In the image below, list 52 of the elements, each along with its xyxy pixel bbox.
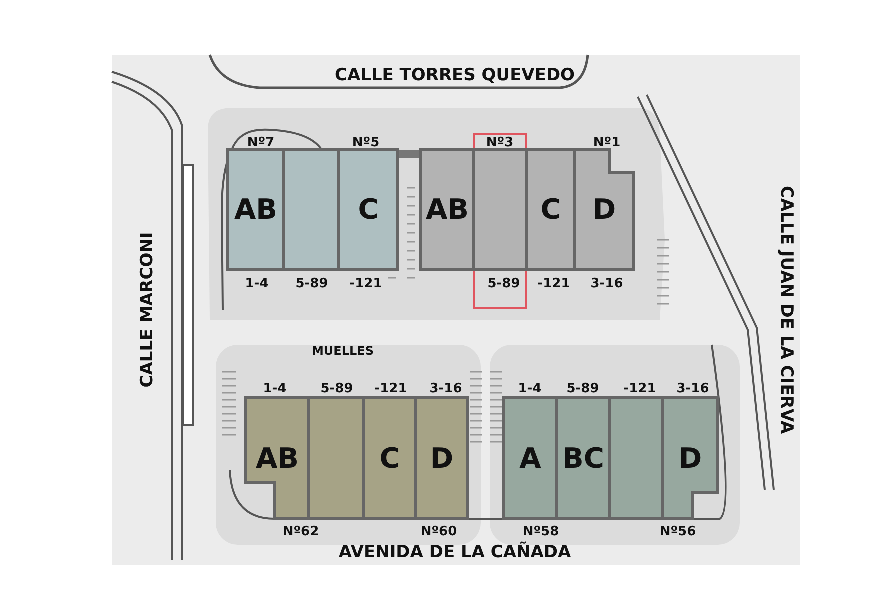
unit-number-label: Nº62 bbox=[282, 526, 320, 538]
unit-number-label: 5-89 bbox=[488, 278, 520, 290]
warehouse-unit bbox=[339, 150, 398, 270]
unit-number-label: 3-16 bbox=[430, 382, 462, 396]
warehouse-unit bbox=[284, 150, 339, 270]
unit-number-label: 5-89 bbox=[320, 382, 354, 396]
unit-number-label: Nº3 bbox=[486, 136, 514, 150]
unit-number-label: 3-16 bbox=[590, 278, 624, 290]
unit-number-label: Nº58 bbox=[522, 526, 560, 538]
unit-letter: D bbox=[430, 444, 454, 472]
street-name: CALLE JUAN DE LA CIERVA bbox=[778, 186, 794, 434]
unit-number-label: Nº7 bbox=[247, 136, 275, 150]
unit-letter: D bbox=[678, 444, 702, 472]
unit-number-label: -121 bbox=[624, 382, 656, 396]
unit-letter: AB bbox=[256, 444, 299, 472]
unit-number-label: -121 bbox=[374, 382, 408, 396]
warehouse-unit bbox=[309, 398, 364, 519]
warehouse-unit bbox=[504, 398, 557, 519]
unit-number-label: 5-89 bbox=[296, 278, 328, 290]
unit-letter: AB bbox=[234, 196, 278, 224]
street-name: CALLE MARCONI bbox=[140, 232, 156, 388]
unit-number-label: Nº60 bbox=[420, 526, 458, 538]
unit-number-label: -121 bbox=[538, 278, 570, 290]
unit-number-label: 5-89 bbox=[566, 382, 600, 396]
warehouse-unit bbox=[474, 150, 527, 270]
warehouse-unit bbox=[663, 398, 718, 519]
warehouse-unit bbox=[416, 398, 468, 519]
warehouse-unit bbox=[421, 150, 474, 270]
unit-letter: D bbox=[592, 196, 616, 224]
unit-letter: C bbox=[358, 196, 379, 224]
unit-letter: BC bbox=[562, 444, 604, 472]
unit-letter: C bbox=[380, 444, 400, 472]
warehouse-unit bbox=[557, 398, 610, 519]
unit-number-label: Nº5 bbox=[352, 136, 380, 150]
street-name: CALLE TORRES QUEVEDO bbox=[334, 68, 576, 84]
warehouse-unit bbox=[610, 398, 663, 519]
warehouse-unit bbox=[364, 398, 416, 519]
area-label: MUELLES bbox=[312, 345, 374, 357]
unit-number-label: Nº56 bbox=[660, 526, 696, 538]
unit-letter: A bbox=[520, 444, 542, 472]
unit-number-label: 1-4 bbox=[263, 382, 287, 396]
unit-number-label: 3-16 bbox=[676, 382, 710, 396]
unit-number-label: 1-4 bbox=[245, 278, 269, 290]
unit-letter: AB bbox=[426, 196, 469, 224]
unit-number-label: 1-4 bbox=[518, 382, 542, 396]
warehouse-unit bbox=[228, 150, 284, 270]
unit-letter: C bbox=[540, 196, 562, 224]
unit-number-label: Nº1 bbox=[593, 136, 621, 150]
warehouse-unit bbox=[575, 150, 634, 270]
warehouse-unit bbox=[527, 150, 575, 270]
unit-number-label: -121 bbox=[350, 278, 382, 290]
highlight-frame bbox=[473, 133, 527, 309]
